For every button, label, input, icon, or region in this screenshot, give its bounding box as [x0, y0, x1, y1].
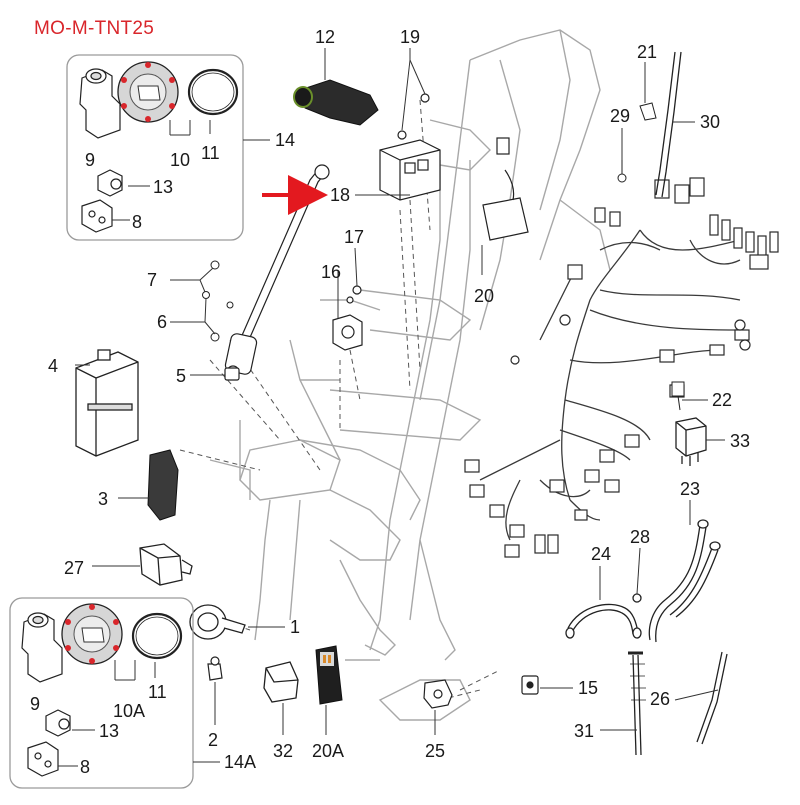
label-10a: 10A — [113, 701, 145, 721]
label-11b: 11 — [148, 682, 167, 702]
label-25: 25 — [425, 741, 445, 761]
label-24: 24 — [591, 544, 611, 564]
part-29-bolt — [617, 160, 627, 183]
part-25-drawing — [423, 679, 453, 709]
label-28: 28 — [630, 527, 650, 547]
label-4: 4 — [48, 356, 58, 376]
part-20-regulator — [482, 137, 529, 241]
label-27: 27 — [64, 558, 84, 578]
part-4-battery — [75, 349, 139, 457]
part-5-drawing — [224, 367, 240, 381]
part-12-drawing — [293, 79, 379, 126]
part-21-drawing — [639, 102, 657, 121]
label-6: 6 — [157, 312, 167, 332]
label-1: 1 — [290, 617, 300, 637]
label-8b: 8 — [80, 757, 90, 777]
label-12: 12 — [315, 27, 335, 47]
label-7: 7 — [147, 270, 157, 290]
label-22: 22 — [712, 390, 732, 410]
diagram-title: MO-M-TNT25 — [34, 18, 155, 39]
label-5: 5 — [176, 366, 186, 386]
part-20a-drawing — [315, 645, 343, 705]
label-13a: 13 — [153, 177, 173, 197]
label-33: 33 — [730, 431, 750, 451]
part-16-relay — [332, 285, 363, 351]
label-8a: 8 — [132, 212, 142, 232]
label-13b: 13 — [99, 721, 119, 741]
label-23: 23 — [680, 479, 700, 499]
label-14: 14 — [275, 130, 295, 150]
label-14a: 14A — [224, 752, 256, 772]
bolts-6-7 — [202, 260, 234, 342]
part-1-horn — [189, 604, 246, 640]
label-20: 20 — [474, 286, 494, 306]
part-32-drawing — [263, 661, 299, 703]
leader-lines — [58, 48, 725, 767]
label-3: 3 — [98, 489, 108, 509]
label-32: 32 — [273, 741, 293, 761]
label-26: 26 — [650, 689, 670, 709]
part-15-clip — [521, 675, 539, 695]
label-21: 21 — [637, 42, 657, 62]
label-2: 2 — [208, 730, 218, 750]
part-31-bolt — [628, 651, 646, 756]
label-9a: 9 — [85, 150, 95, 170]
kit-box-14 — [66, 54, 244, 241]
label-30: 30 — [700, 112, 720, 132]
part-labels: 12 19 18 20 21 30 29 22 33 23 28 24 26 1… — [30, 27, 750, 777]
kit-box-14a — [9, 597, 194, 789]
harness-connectors — [464, 177, 779, 558]
label-10: 10 — [170, 150, 190, 170]
label-11a: 11 — [201, 143, 220, 163]
part-3-drawing — [147, 449, 179, 521]
label-15: 15 — [578, 678, 598, 698]
label-18: 18 — [330, 185, 350, 205]
part-22-sensor — [671, 381, 685, 411]
label-20a: 20A — [312, 741, 344, 761]
label-17: 17 — [344, 227, 364, 247]
part-2-bolt — [207, 656, 223, 681]
motorcycle-frame — [209, 29, 611, 721]
wiring-harness — [479, 229, 741, 541]
part-30-tie — [655, 51, 682, 198]
label-9b: 9 — [30, 694, 40, 714]
part-33-relay — [675, 417, 707, 466]
label-31: 31 — [574, 721, 594, 741]
part-26-tie — [696, 651, 728, 745]
label-16: 16 — [321, 262, 341, 282]
part-19-ecu — [379, 93, 441, 201]
part-27-drawing — [139, 543, 193, 586]
label-29: 29 — [610, 106, 630, 126]
label-19: 19 — [400, 27, 420, 47]
